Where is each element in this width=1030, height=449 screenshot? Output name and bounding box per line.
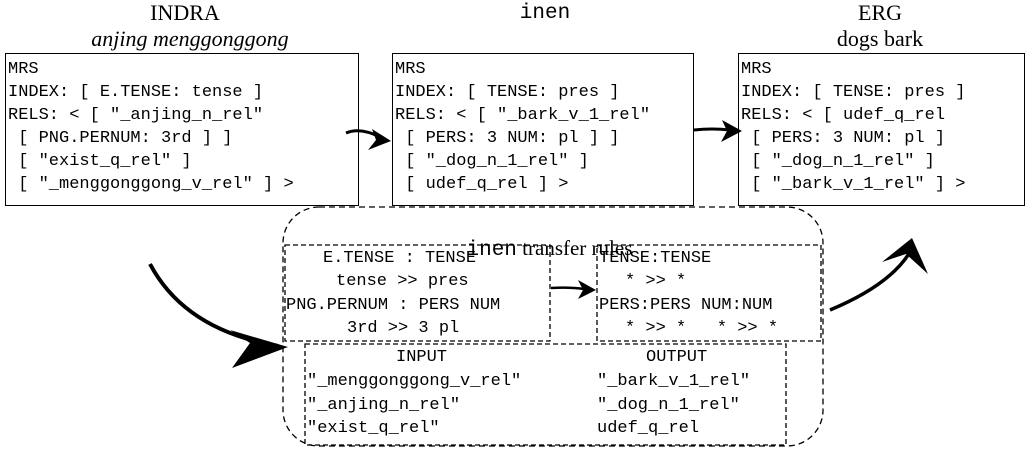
indra-subtitle: anjing menggonggong <box>91 26 289 51</box>
indra-mrs-box: MRS INDEX: [ E.TENSE: tense ] RELS: < [ … <box>5 53 359 206</box>
mrs-line: [ PNG.PERNUM: 3rd ] ] <box>8 129 233 148</box>
mrs-line: RELS: < [ "_bark_v_1_rel" <box>395 106 651 125</box>
arrow-rule-left-to-right <box>550 286 585 291</box>
rule-left-line2: tense >> pres <box>336 272 469 291</box>
erg-title: ERG <box>858 0 902 25</box>
erg-subtitle: dogs bark <box>836 26 924 51</box>
transfer-region <box>282 206 824 447</box>
rule-left-line4: 3rd >> 3 pl <box>347 319 460 338</box>
rule-left-line3: PNG.PERNUM : PERS NUM <box>286 296 501 315</box>
inen-title: inen <box>519 2 571 25</box>
mrs-line: INDEX: [ TENSE: pres ] <box>395 83 620 102</box>
mrs-line: [ "_bark_v_1_rel" ] > <box>741 175 966 194</box>
mapping-output-item: "_dog_n_1_rel" <box>597 396 740 415</box>
mrs-line: INDEX: [ E.TENSE: tense ] <box>8 83 264 102</box>
mapping-input-item: "_menggonggong_v_rel" <box>307 372 522 391</box>
arrowhead <box>368 129 391 150</box>
mrs-line: RELS: < [ "_anjing_n_rel" <box>8 106 264 125</box>
mrs-line: [ "_dog_n_1_rel" ] <box>395 152 589 171</box>
transfer-title-serif: transfer rules <box>516 236 633 260</box>
indra-title: INDRA <box>150 0 220 25</box>
mrs-line: [ udef_q_rel ] > <box>395 175 569 194</box>
mapping-input-item: "exist_q_rel" <box>307 419 440 438</box>
mrs-line: INDEX: [ TENSE: pres ] <box>741 83 966 102</box>
rule-box-right <box>596 244 822 342</box>
mapping-box <box>304 343 787 446</box>
rule-left-line1: E.TENSE : TENSE <box>323 249 477 268</box>
rule-right-line4: * >> * * >> * <box>625 319 779 338</box>
mrs-line: [ PERS: 3 NUM: pl ] ] <box>395 129 620 148</box>
erg-mrs-box: MRS INDEX: [ TENSE: pres ] RELS: < [ ude… <box>738 53 1025 206</box>
mrs-line: MRS <box>741 60 772 79</box>
mrs-line: [ PERS: 3 NUM: pl ] <box>741 129 946 148</box>
arrowhead <box>578 280 596 299</box>
mapping-input-item: "_anjing_n_rel" <box>307 396 461 415</box>
arrow-indra-to-transfer <box>148 263 279 348</box>
arrowhead <box>721 120 742 142</box>
mrs-line: [ "exist_q_rel" ] <box>8 152 192 171</box>
arrowhead <box>882 238 928 274</box>
mrs-line: [ "_dog_n_1_rel" ] <box>741 152 935 171</box>
mrs-line: MRS <box>395 60 426 79</box>
arrowhead <box>230 330 288 368</box>
mapping-output-item: udef_q_rel <box>597 419 700 438</box>
rule-box-left <box>284 244 551 342</box>
inen-mrs-box: MRS INDEX: [ TENSE: pres ] RELS: < [ "_b… <box>392 53 694 206</box>
rule-right-line2: * >> * <box>625 272 687 291</box>
rule-right-line3: PERS:PERS NUM:NUM <box>599 296 773 315</box>
transfer-title: inen transfer rules <box>456 212 633 263</box>
mapping-output-item: "_bark_v_1_rel" <box>597 372 751 391</box>
transfer-title-mono: inen <box>466 239 517 262</box>
arrow-transfer-to-erg <box>829 251 912 312</box>
mapping-output-header: OUTPUT <box>646 348 708 367</box>
mapping-input-header: INPUT <box>396 348 448 367</box>
arrow-inen-to-erg <box>693 127 731 132</box>
mrs-line: [ "_menggonggong_v_rel" ] > <box>8 175 294 194</box>
mrs-line: RELS: < [ udef_q_rel <box>741 106 946 125</box>
rule-right-line1: TENSE:TENSE <box>599 249 712 268</box>
mrs-line: MRS <box>8 60 39 79</box>
